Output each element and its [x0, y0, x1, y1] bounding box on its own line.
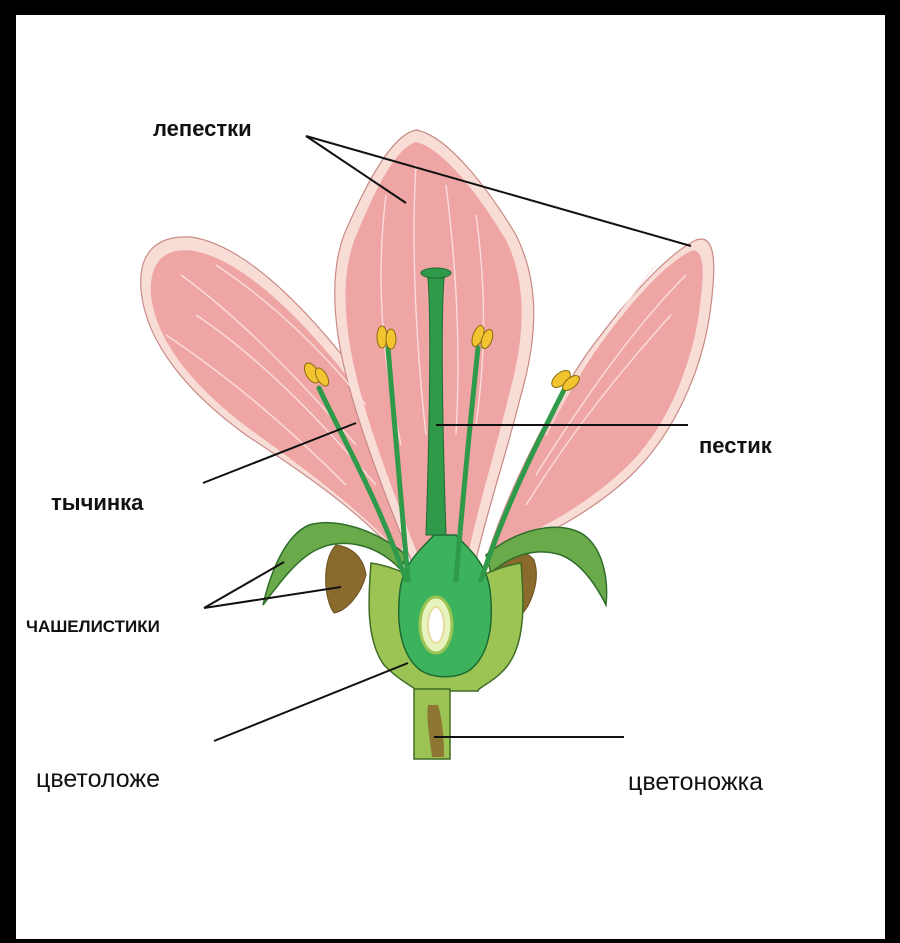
- diagram-canvas: лепестки пестик тычинка ЧАШЕЛИСТИКИ цвет…: [16, 15, 885, 939]
- label-receptacle: цветоложе: [36, 767, 160, 792]
- label-pedicel: цветоножка: [628, 770, 763, 795]
- label-pistil: пестик: [699, 435, 772, 457]
- label-stamen: тычинка: [51, 492, 143, 514]
- sepal-left-back: [326, 545, 366, 613]
- label-sepals: ЧАШЕЛИСТИКИ: [26, 618, 160, 635]
- pistil-stigma: [421, 268, 451, 278]
- ovule-inner: [428, 607, 444, 643]
- label-petals: лепестки: [153, 118, 252, 140]
- flower-diagram: [16, 15, 885, 939]
- leader-receptacle: [214, 663, 408, 741]
